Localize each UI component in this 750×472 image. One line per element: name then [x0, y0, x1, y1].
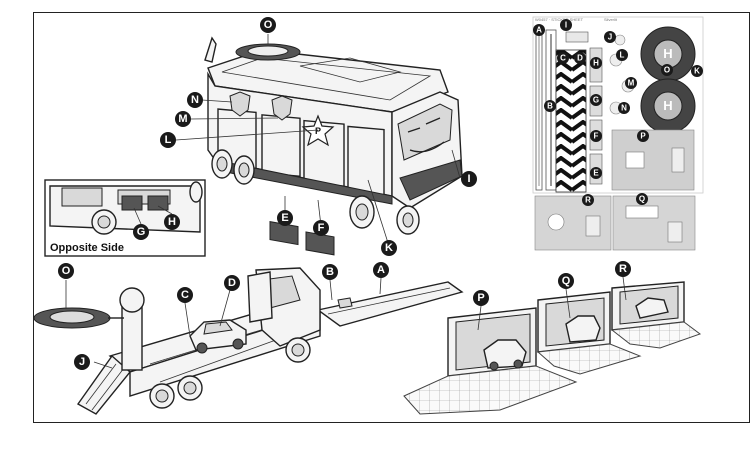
svg-text:Q: Q [639, 195, 645, 204]
svg-text:P: P [640, 132, 646, 141]
svg-text:K: K [385, 242, 393, 254]
callout-j-ramp: J [74, 354, 90, 370]
sticker-callout-o: O [661, 64, 673, 76]
inset-caption: Opposite Side [50, 242, 124, 254]
svg-text:E: E [593, 169, 599, 178]
svg-text:E: E [281, 212, 288, 224]
svg-text:N: N [191, 94, 199, 106]
svg-text:H: H [593, 59, 599, 68]
svg-text:O: O [664, 66, 670, 75]
sticker-callout-j: J [604, 31, 616, 43]
helipad-letter: H [663, 46, 672, 61]
svg-text:L: L [165, 134, 172, 146]
svg-text:Q: Q [562, 275, 571, 287]
sticker-callout-d: D [574, 52, 586, 64]
callout-o-ramp: O [58, 263, 74, 279]
svg-text:R: R [585, 196, 591, 205]
sticker-callout-l: L [616, 49, 628, 61]
sticker-callouts: A I C D B H G F E J L M N O K P R Q [533, 19, 703, 206]
callout-p-garage: P [473, 290, 489, 306]
ramp-leader-lines [65, 277, 382, 369]
sticker-callout-r: R [582, 194, 594, 206]
sticker-callout-q: Q [636, 193, 648, 205]
callout-l-truck: L [160, 132, 176, 148]
expanded-truck-playset [33, 267, 464, 415]
callout-h-inset: H [164, 214, 180, 230]
callout-g-inset: G [133, 224, 149, 240]
callout-e-truck: E [277, 210, 293, 226]
svg-text:I: I [467, 173, 470, 185]
sticker-callout-p: P [637, 130, 649, 142]
rescue-truck-assembled: P [204, 36, 463, 256]
sticker-sheet-brand: Silverlit [604, 17, 618, 22]
sticker-callout-i: I [560, 19, 572, 31]
sticker-callout-a: A [533, 24, 545, 36]
callout-d-ramp: D [224, 275, 240, 291]
svg-text:G: G [593, 96, 599, 105]
sticker-callout-n: N [618, 102, 630, 114]
svg-text:B: B [547, 102, 553, 111]
helipad-sticker-2: H [640, 78, 696, 134]
svg-text:B: B [326, 266, 334, 278]
svg-text:C: C [560, 54, 566, 63]
callout-b-ramp: B [322, 264, 338, 280]
svg-text:L: L [620, 51, 625, 60]
garage-leader-lines [477, 276, 627, 331]
svg-text:C: C [181, 289, 189, 301]
sticker-callout-f: F [590, 130, 602, 142]
callout-k-truck: K [381, 240, 397, 256]
svg-text:A: A [377, 264, 385, 276]
truck-emblem-letter: P [315, 126, 321, 136]
callout-r-garage: R [615, 261, 631, 277]
sticker-callout-g: G [590, 94, 602, 106]
svg-text:F: F [594, 132, 599, 141]
svg-text:P: P [477, 292, 484, 304]
svg-text:R: R [619, 263, 627, 275]
opposite-side-inset: Opposite Side [44, 179, 206, 257]
sticker-callout-e: E [590, 167, 602, 179]
callout-m-truck: M [175, 111, 191, 127]
svg-text:I: I [565, 21, 567, 30]
svg-text:O: O [264, 19, 273, 31]
sticker-callout-h: H [590, 57, 602, 69]
svg-text:D: D [577, 54, 583, 63]
sticker-callout-m: M [625, 77, 637, 89]
callout-badges: O N M L I E F K G H O C D B A J P Q R [58, 17, 631, 370]
svg-text:J: J [79, 356, 85, 368]
svg-text:H: H [168, 216, 176, 228]
svg-text:A: A [536, 26, 542, 35]
callout-i-truck: I [461, 171, 477, 187]
svg-text:W0457 · STICKER SHEET: W0457 · STICKER SHEET [535, 17, 584, 22]
sticker-callout-c: C [557, 52, 569, 64]
sticker-callout-k: K [691, 65, 703, 77]
svg-text:N: N [621, 104, 627, 113]
svg-text:F: F [318, 222, 325, 234]
callout-n-truck: N [187, 92, 203, 108]
svg-text:G: G [137, 226, 146, 238]
svg-text:K: K [694, 67, 700, 76]
svg-text:M: M [178, 113, 187, 125]
sticker-callout-b: B [544, 100, 556, 112]
svg-text:O: O [62, 265, 71, 277]
helipad-letter: H [663, 98, 672, 113]
callout-a-ramp: A [373, 262, 389, 278]
police-car-toy [189, 319, 247, 354]
callout-f-truck: F [313, 220, 329, 236]
svg-text:J: J [608, 33, 612, 42]
callout-c-ramp: C [177, 287, 193, 303]
callout-o-truck: O [260, 17, 276, 33]
callout-q-garage: Q [558, 273, 574, 289]
garage-modules [403, 281, 702, 415]
svg-text:M: M [628, 79, 635, 88]
svg-text:D: D [228, 277, 236, 289]
